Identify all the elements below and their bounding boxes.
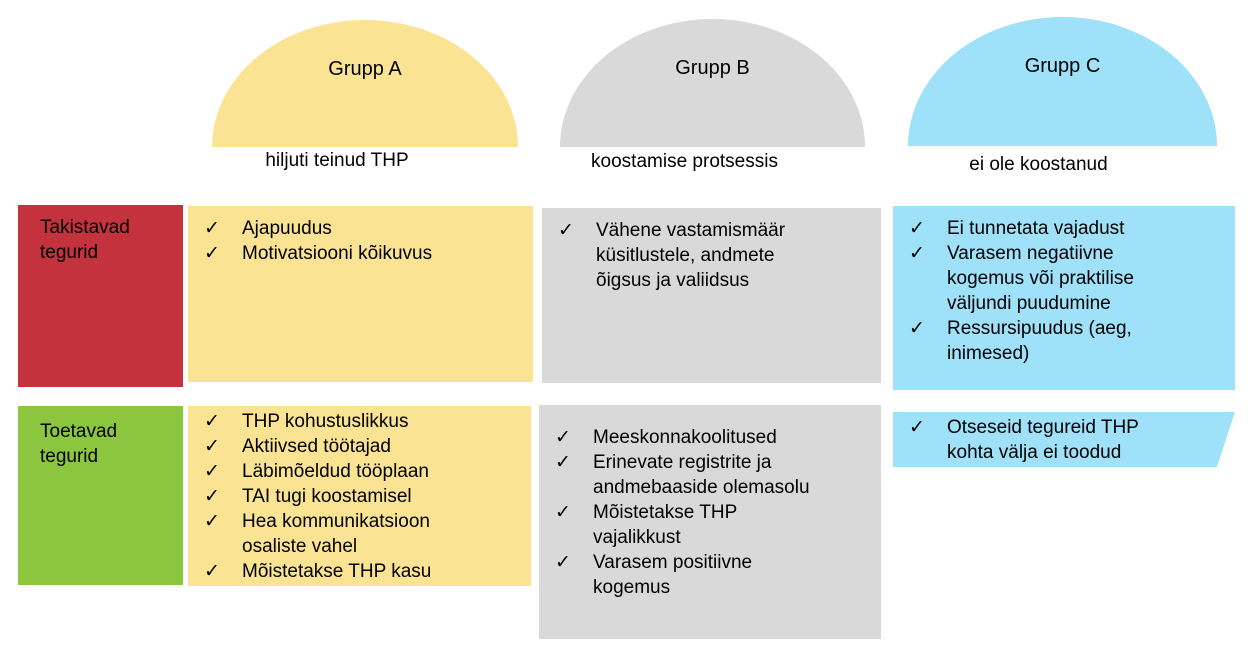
check-icon: ✓: [555, 552, 571, 573]
check-icon: ✓: [909, 218, 925, 239]
check-icon: ✓: [204, 461, 220, 482]
group-c-dome: Grupp C: [908, 17, 1217, 146]
check-icon: ✓: [555, 452, 571, 473]
list-item: ✓ THP kohustuslikkus: [204, 409, 479, 434]
factor-text: Aktiivsed töötajad: [242, 436, 391, 457]
check-icon: ✓: [909, 417, 925, 438]
list-item: ✓ Varasem positiivne kogemus: [555, 550, 829, 600]
list-item: ✓ Varasem negatiivne kogemus või praktili…: [909, 241, 1183, 316]
cell-blocking-group-b: ✓ Vähene vastamismäär küsitlustele, andme…: [542, 208, 881, 383]
factor-list: ✓ Vähene vastamismäär küsitlustele, andme…: [542, 208, 881, 293]
factor-list: ✓ Otseseid tegureid THP kohta välja ei to…: [893, 412, 1235, 465]
factor-text: THP kohustuslikkus: [242, 411, 409, 432]
factor-text: Otseseid tegureid THP kohta välja ei too…: [947, 417, 1139, 463]
check-icon: ✓: [204, 511, 220, 532]
factor-text: Varasem positiivne kogemus: [593, 552, 753, 598]
list-item: ✓ Ressursipuudus (aeg, inimesed): [909, 316, 1183, 366]
factor-text: Ei tunnetata vajadust: [947, 218, 1125, 239]
cell-supporting-group-a: ✓THP kohustuslikkus ✓Aktiivsed töötajad …: [188, 406, 531, 586]
list-item: ✓ Vähene vastamismäär küsitlustele, andme…: [558, 218, 829, 293]
list-item: ✓ Meeskonnakoolitused: [555, 425, 829, 450]
row-header-supporting-factors: Toetavad tegurid: [18, 406, 183, 585]
check-icon: ✓: [909, 243, 925, 264]
list-item: ✓ Läbimõeldud tööplaan: [204, 459, 479, 484]
factor-text: Ajapuudus: [242, 218, 332, 239]
cell-supporting-group-b: ✓ Meeskonnakoolitused ✓ Erinevate registri…: [539, 405, 881, 639]
factor-text: Läbimõeldud tööplaan: [242, 461, 429, 482]
factor-text: Hea kommunikatsioon osaliste vahel: [242, 511, 430, 557]
group-c-title: Grupp C: [1024, 55, 1101, 77]
group-a-description: hiljuti teinud THP: [265, 150, 409, 171]
check-icon: ✓: [558, 220, 574, 241]
check-icon: ✓: [555, 502, 571, 523]
factor-text: Mõistetakse THP vajalikkust: [593, 502, 737, 548]
row-header-blocking-factors: Takistavad tegurid: [18, 205, 183, 387]
check-icon: ✓: [204, 436, 220, 457]
list-item: ✓ Erinevate registrite ja andmebaaside ol…: [555, 450, 829, 500]
check-icon: ✓: [204, 561, 220, 582]
list-item: ✓ Aktiivsed töötajad: [204, 434, 479, 459]
check-icon: ✓: [909, 318, 925, 339]
factor-text: Mõistetakse THP kasu: [242, 561, 432, 582]
factor-text: Vähene vastamismäär küsitlustele, andmet…: [596, 220, 786, 291]
factor-text: Varasem negatiivne kogemus või praktilis…: [947, 243, 1134, 314]
factor-text: Motivatsiooni kõikuvus: [242, 243, 433, 264]
list-item: ✓ Mõistetakse THP vajalikkust: [555, 500, 829, 550]
group-a-dome: Grupp A: [212, 20, 518, 147]
group-a-title: Grupp A: [328, 58, 402, 80]
factor-list: ✓ Ei tunnetata vajadust ✓ Varasem negatiiv…: [893, 206, 1235, 366]
group-b-dome: Grupp B: [560, 19, 865, 147]
list-item: ✓ Otseseid tegureid THP kohta välja ei to…: [909, 415, 1183, 465]
list-item: ✓ TAI tugi koostamisel: [204, 484, 479, 509]
list-item: ✓ Hea kommunikatsioon osaliste vahel: [204, 509, 479, 559]
cell-blocking-group-c: ✓ Ei tunnetata vajadust ✓ Varasem negatiiv…: [893, 206, 1235, 390]
group-b-description: koostamise protsessis: [591, 151, 778, 172]
check-icon: ✓: [204, 486, 220, 507]
list-item: ✓ Motivatsiooni kõikuvus: [204, 241, 481, 266]
factor-list: ✓THP kohustuslikkus ✓Aktiivsed töötajad …: [188, 406, 531, 584]
check-icon: ✓: [204, 243, 220, 264]
group-b-title: Grupp B: [675, 57, 750, 79]
factor-text: Meeskonnakoolitused: [593, 427, 777, 448]
factor-text: Ressursipuudus (aeg, inimesed): [947, 318, 1132, 364]
cell-supporting-group-c: ✓ Otseseid tegureid THP kohta välja ei to…: [893, 412, 1235, 467]
check-icon: ✓: [204, 218, 220, 239]
group-c-description: ei ole koostanud: [969, 154, 1108, 175]
factor-list: ✓ Meeskonnakoolitused ✓ Erinevate registri…: [539, 405, 881, 600]
factor-text: TAI tugi koostamisel: [242, 486, 412, 507]
list-item: ✓ Ei tunnetata vajadust: [909, 216, 1183, 241]
check-icon: ✓: [204, 411, 220, 432]
check-icon: ✓: [555, 427, 571, 448]
list-item: ✓ Ajapuudus: [204, 216, 481, 241]
factor-list: ✓ Ajapuudus ✓ Motivatsiooni kõikuvus: [188, 206, 533, 266]
cell-blocking-group-a: ✓ Ajapuudus ✓ Motivatsiooni kõikuvus: [188, 206, 533, 382]
list-item: ✓ Mõistetakse THP kasu: [204, 559, 479, 584]
factor-text: Erinevate registrite ja andmebaaside ole…: [593, 452, 810, 498]
